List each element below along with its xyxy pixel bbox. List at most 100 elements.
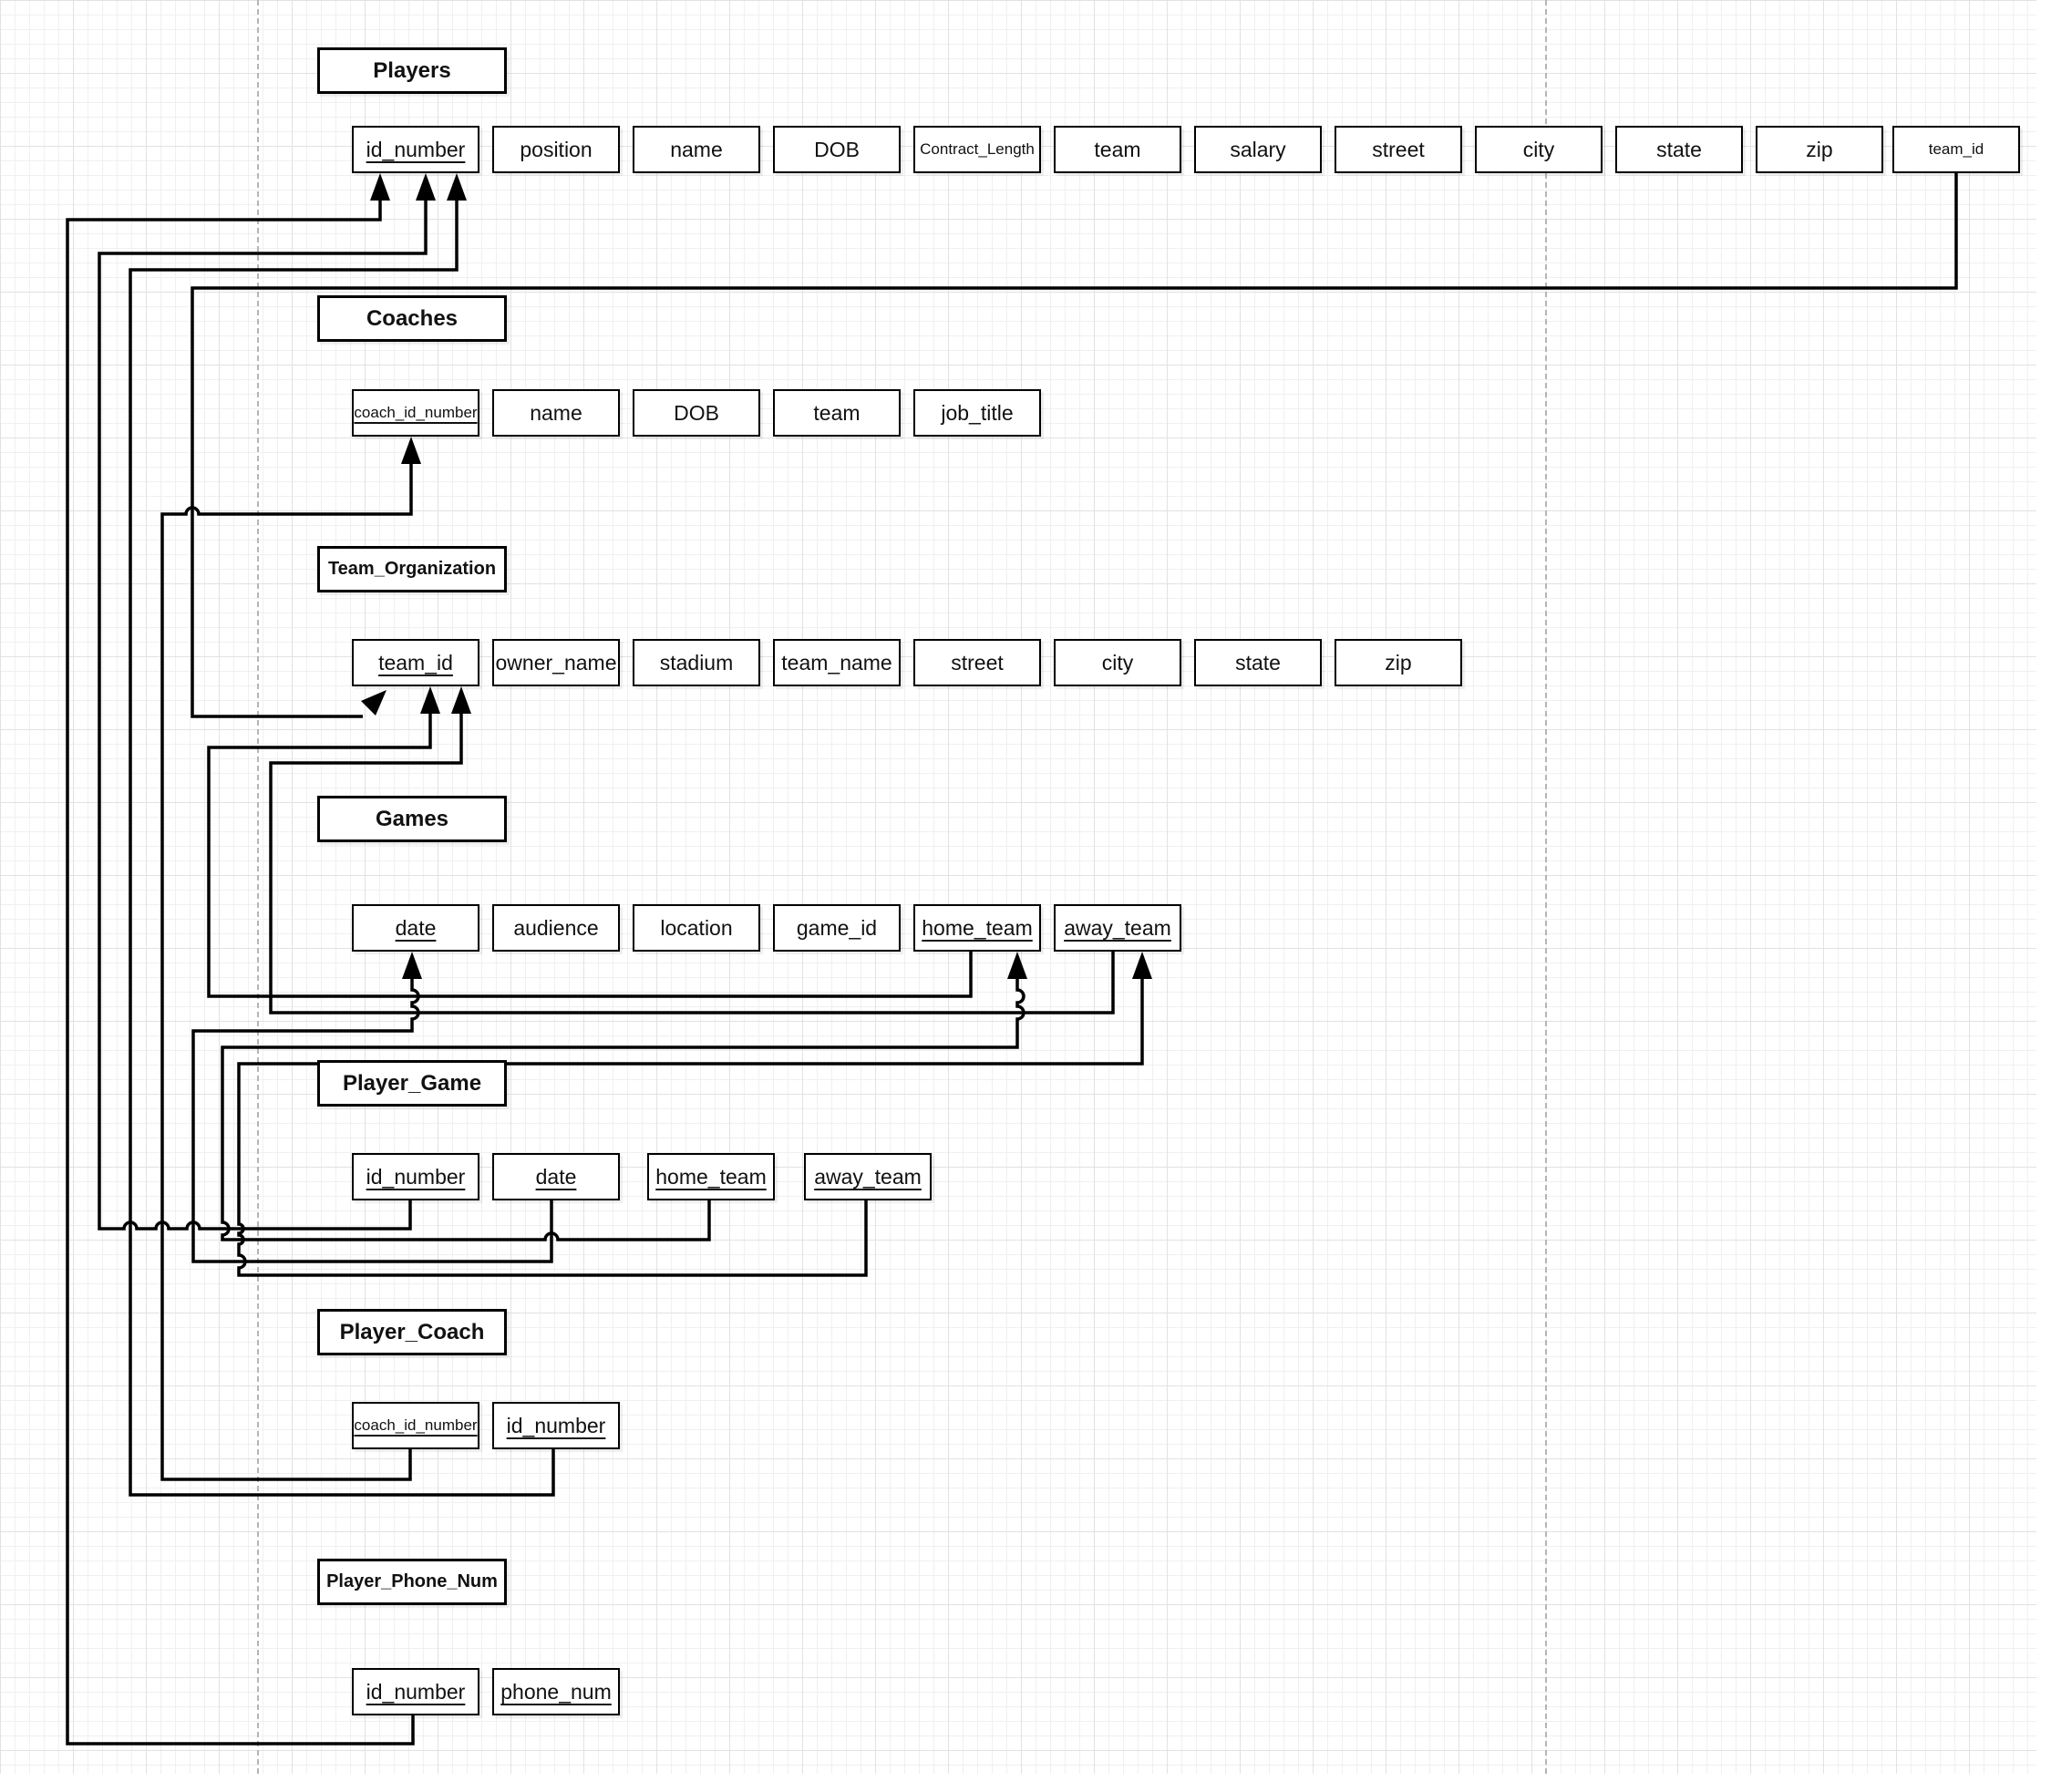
field-label: city bbox=[1101, 650, 1134, 675]
field-coaches-DOB[interactable]: DOB bbox=[633, 389, 760, 437]
table-title-label: Player_Coach bbox=[339, 1319, 485, 1344]
table-title-games[interactable]: Games bbox=[317, 796, 507, 842]
field-players-DOB[interactable]: DOB bbox=[773, 126, 901, 173]
vertical-guide-2 bbox=[1545, 0, 1547, 1792]
relationship-games-home_team--to-team_id[interactable] bbox=[207, 714, 973, 998]
table-title-player_game[interactable]: Player_Game bbox=[317, 1060, 507, 1107]
field-label: DOB bbox=[674, 400, 719, 425]
relationship-games-away_team--to-team_id[interactable] bbox=[269, 714, 1115, 1014]
arrowhead-pg-date--games-date bbox=[402, 952, 422, 979]
field-player_coach-id_number[interactable]: id_number bbox=[492, 1402, 620, 1449]
relationship-pc-id_number--players-id_number[interactable] bbox=[129, 201, 555, 1497]
table-title-team_organization[interactable]: Team_Organization bbox=[317, 546, 507, 592]
field-games-away_team[interactable]: away_team bbox=[1054, 904, 1181, 952]
field-label: team_id bbox=[1928, 140, 1984, 158]
field-label: position bbox=[520, 137, 593, 161]
field-label-primary-key: coach_id_number bbox=[354, 1416, 478, 1434]
field-team_organization-team_name[interactable]: team_name bbox=[773, 639, 901, 686]
field-label: stadium bbox=[659, 650, 734, 675]
field-label: team_name bbox=[781, 650, 892, 675]
field-label-primary-key: away_team bbox=[814, 1164, 922, 1189]
field-games-home_team[interactable]: home_team bbox=[913, 904, 1041, 952]
field-label: DOB bbox=[814, 137, 860, 161]
field-player_game-away_team[interactable]: away_team bbox=[804, 1153, 932, 1200]
field-coaches-team[interactable]: team bbox=[773, 389, 901, 437]
canvas-right-margin bbox=[2036, 0, 2051, 1792]
field-label: job_title bbox=[941, 400, 1014, 425]
field-team_organization-zip[interactable]: zip bbox=[1335, 639, 1462, 686]
field-players-zip[interactable]: zip bbox=[1756, 126, 1883, 173]
field-coaches-name[interactable]: name bbox=[492, 389, 620, 437]
field-label-primary-key: away_team bbox=[1064, 915, 1171, 940]
field-players-name[interactable]: name bbox=[633, 126, 760, 173]
field-games-game_id[interactable]: game_id bbox=[773, 904, 901, 952]
field-label: street bbox=[951, 650, 1004, 675]
field-games-date[interactable]: date bbox=[352, 904, 479, 952]
field-label: name bbox=[670, 137, 723, 161]
field-player_game-id_number[interactable]: id_number bbox=[352, 1153, 479, 1200]
field-players-team_id[interactable]: team_id bbox=[1892, 126, 2020, 173]
vertical-guide-1 bbox=[257, 0, 259, 1792]
field-player_coach-coach_id_number[interactable]: coach_id_number bbox=[352, 1402, 479, 1449]
field-team_organization-state[interactable]: state bbox=[1194, 639, 1322, 686]
field-coaches-job_title[interactable]: job_title bbox=[913, 389, 1041, 437]
arrowhead-pg-away_team--games-away_team bbox=[1132, 952, 1152, 979]
field-players-id_number[interactable]: id_number bbox=[352, 126, 479, 173]
field-players-city[interactable]: city bbox=[1475, 126, 1603, 173]
arrowhead-games-home_team--to-team_id bbox=[420, 686, 440, 714]
field-label-primary-key: id_number bbox=[366, 137, 466, 161]
relationship-players-team_id--to-team_id[interactable] bbox=[191, 173, 1958, 718]
table-title-label: Player_Game bbox=[342, 1070, 482, 1096]
field-label-primary-key: id_number bbox=[366, 1164, 466, 1189]
field-label: game_id bbox=[796, 915, 878, 940]
arrowhead-pg-home_team--games-home_team bbox=[1007, 952, 1027, 979]
field-label-primary-key: date bbox=[535, 1164, 577, 1189]
field-label: city bbox=[1522, 137, 1555, 161]
field-coaches-coach_id_number[interactable]: coach_id_number bbox=[352, 389, 479, 437]
table-title-player_coach[interactable]: Player_Coach bbox=[317, 1309, 507, 1355]
relationship-pg-away_team--games-away_team[interactable] bbox=[237, 979, 1144, 1277]
field-players-salary[interactable]: salary bbox=[1194, 126, 1322, 173]
field-team_organization-city[interactable]: city bbox=[1054, 639, 1181, 686]
field-label: state bbox=[1235, 650, 1281, 675]
field-team_organization-stadium[interactable]: stadium bbox=[633, 639, 760, 686]
relationship-pg-home_team--games-home_team[interactable] bbox=[221, 979, 1026, 1241]
field-players-state[interactable]: state bbox=[1615, 126, 1743, 173]
field-players-position[interactable]: position bbox=[492, 126, 620, 173]
field-label-primary-key: home_team bbox=[922, 915, 1033, 940]
field-player_phone_num-phone_num[interactable]: phone_num bbox=[492, 1668, 620, 1715]
field-games-audience[interactable]: audience bbox=[492, 904, 620, 952]
field-label: salary bbox=[1230, 137, 1286, 161]
arrowhead-pc-coach_id--coaches-coach_id bbox=[401, 437, 421, 464]
field-players-team[interactable]: team bbox=[1054, 126, 1181, 173]
arrowhead-games-away_team--to-team_id bbox=[451, 686, 471, 714]
relationship-pg-date--games-date[interactable] bbox=[191, 979, 553, 1263]
field-players-Contract_Length[interactable]: Contract_Length bbox=[913, 126, 1041, 173]
table-title-player_phone_num[interactable]: Player_Phone_Num bbox=[317, 1559, 507, 1605]
relationship-pc-coach_id--coaches-coach_id[interactable] bbox=[160, 464, 413, 1481]
table-title-coaches[interactable]: Coaches bbox=[317, 295, 507, 342]
field-team_organization-street[interactable]: street bbox=[913, 639, 1041, 686]
field-label: zip bbox=[1385, 650, 1412, 675]
table-title-players[interactable]: Players bbox=[317, 47, 507, 94]
arrowhead-pc-id_number--players-id_number bbox=[447, 173, 467, 201]
field-player_game-home_team[interactable]: home_team bbox=[647, 1153, 775, 1200]
field-label: team bbox=[1094, 137, 1141, 161]
arrowhead-pg-id_number--players-id_number bbox=[416, 173, 436, 201]
canvas-bottom-margin bbox=[0, 1774, 2051, 1792]
field-team_organization-team_id[interactable]: team_id bbox=[352, 639, 479, 686]
table-title-label: Player_Phone_Num bbox=[326, 1571, 498, 1591]
field-label-primary-key: id_number bbox=[366, 1679, 466, 1704]
field-label: zip bbox=[1806, 137, 1833, 161]
field-players-street[interactable]: street bbox=[1335, 126, 1462, 173]
arrowhead-ppn-id_number--players-id_number bbox=[370, 173, 390, 201]
field-label-primary-key: phone_num bbox=[500, 1679, 612, 1704]
field-player_game-date[interactable]: date bbox=[492, 1153, 620, 1200]
field-player_phone_num-id_number[interactable]: id_number bbox=[352, 1668, 479, 1715]
field-games-location[interactable]: location bbox=[633, 904, 760, 952]
relationship-ppn-id_number--players-id_number[interactable] bbox=[66, 201, 415, 1746]
field-team_organization-owner_name[interactable]: owner_name bbox=[492, 639, 620, 686]
field-label: owner_name bbox=[495, 650, 617, 675]
field-label-primary-key: team_id bbox=[378, 650, 453, 675]
